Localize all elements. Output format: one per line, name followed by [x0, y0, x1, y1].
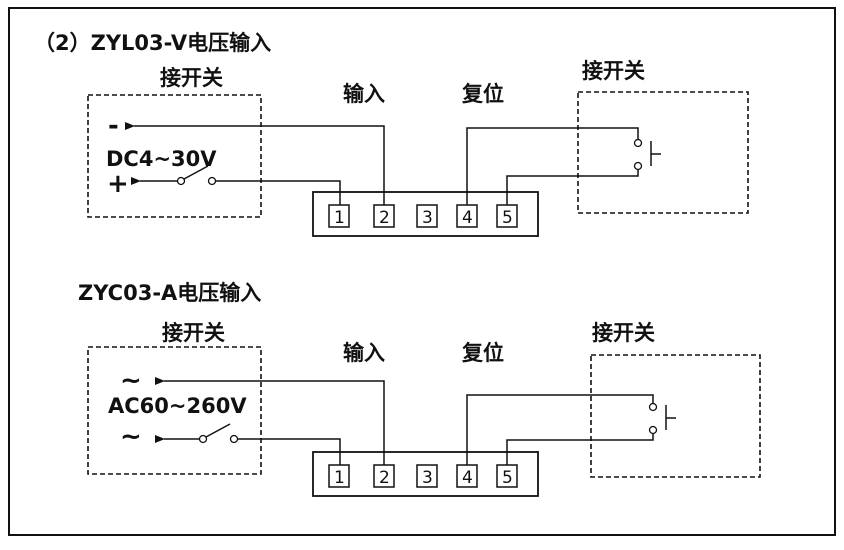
top-wire-negative: [125, 122, 385, 205]
top-reset-label: 复位: [461, 82, 504, 106]
bottom-left-box-label: 接开关: [162, 321, 225, 345]
bottom-right-box-label: 接开关: [592, 321, 655, 345]
top-wire-switch-to-1: [216, 180, 341, 205]
bottom-ac-sign-top: ~: [120, 366, 142, 396]
top-terminal-2-label: 2: [379, 208, 390, 228]
top-terminal-block: [312, 191, 539, 237]
bottom-reset-contact-top: [648, 402, 658, 412]
bottom-reset-contact-bottom: [648, 425, 658, 435]
bottom-wire-4-to-reset: [466, 394, 654, 465]
top-right-switch-box: [577, 91, 749, 214]
top-wire-4-to-reset: [466, 127, 639, 205]
top-right-box-label: 接开关: [582, 59, 645, 83]
bottom-switch-blade: [205, 423, 231, 438]
top-neg-sign: -: [108, 111, 119, 141]
top-terminal-4-label: 4: [462, 208, 473, 228]
bottom-wire-5-to-reset: [506, 433, 654, 465]
top-wire-5-to-reset: [506, 170, 639, 205]
top-terminals: 1 2 3 4 5: [328, 204, 518, 228]
top-terminal-1-label: 1: [334, 208, 345, 228]
bottom-diagram: ZYC03-A电压输入 接开关 输入 复位 接开关 ~ AC60~260V ~ …: [78, 281, 761, 497]
top-title: （2）ZYL03-V电压输入: [34, 31, 271, 55]
bottom-wire-ac-top: [155, 377, 385, 465]
bottom-terminal-block: [312, 451, 539, 497]
bottom-terminal-3-label: 3: [422, 468, 433, 488]
top-terminal-3-label: 3: [422, 208, 433, 228]
outer-frame: [8, 7, 836, 536]
bottom-switch-contact-left: [198, 434, 208, 444]
bottom-voltage-label: AC60~260V: [108, 394, 247, 418]
top-left-box-label: 接开关: [160, 66, 223, 90]
top-switch-contact-right: [207, 176, 217, 186]
top-reset-contact-bottom: [633, 161, 643, 171]
bottom-terminal-2-label: 2: [379, 468, 390, 488]
top-switch-blade: [183, 165, 209, 180]
top-voltage-label: DC4~30V: [106, 147, 217, 171]
bottom-title: ZYC03-A电压输入: [78, 281, 261, 305]
bottom-terminal-3: [416, 464, 438, 488]
bottom-terminal-1-label: 1: [334, 468, 345, 488]
bottom-terminals: 1 2 3 4 5: [328, 464, 518, 488]
top-switch-contact-left: [176, 176, 186, 186]
top-diagram: （2）ZYL03-V电压输入 接开关 输入 复位 接开关 - DC4~30V +…: [34, 31, 749, 237]
top-input-label: 输入: [343, 82, 385, 106]
bottom-terminal-4-label: 4: [462, 468, 473, 488]
bottom-switch-contact-right: [229, 434, 239, 444]
bottom-reset-label: 复位: [461, 341, 504, 365]
bottom-wire-switch-to-1: [238, 438, 341, 465]
top-terminal-1: [328, 204, 350, 228]
bottom-right-switch-box: [590, 354, 761, 478]
top-reset-contact-top: [633, 138, 643, 148]
top-terminal-5-label: 5: [502, 208, 513, 228]
bottom-ac-sign-bottom: ~: [120, 422, 142, 452]
bottom-left-switch-box: [87, 346, 262, 475]
top-left-switch-box: [87, 94, 262, 218]
top-terminal-3: [416, 204, 438, 228]
bottom-terminal-5-label: 5: [502, 468, 513, 488]
bottom-input-label: 输入: [343, 341, 385, 365]
bottom-terminal-1: [328, 464, 350, 488]
top-pos-sign: +: [107, 169, 129, 199]
